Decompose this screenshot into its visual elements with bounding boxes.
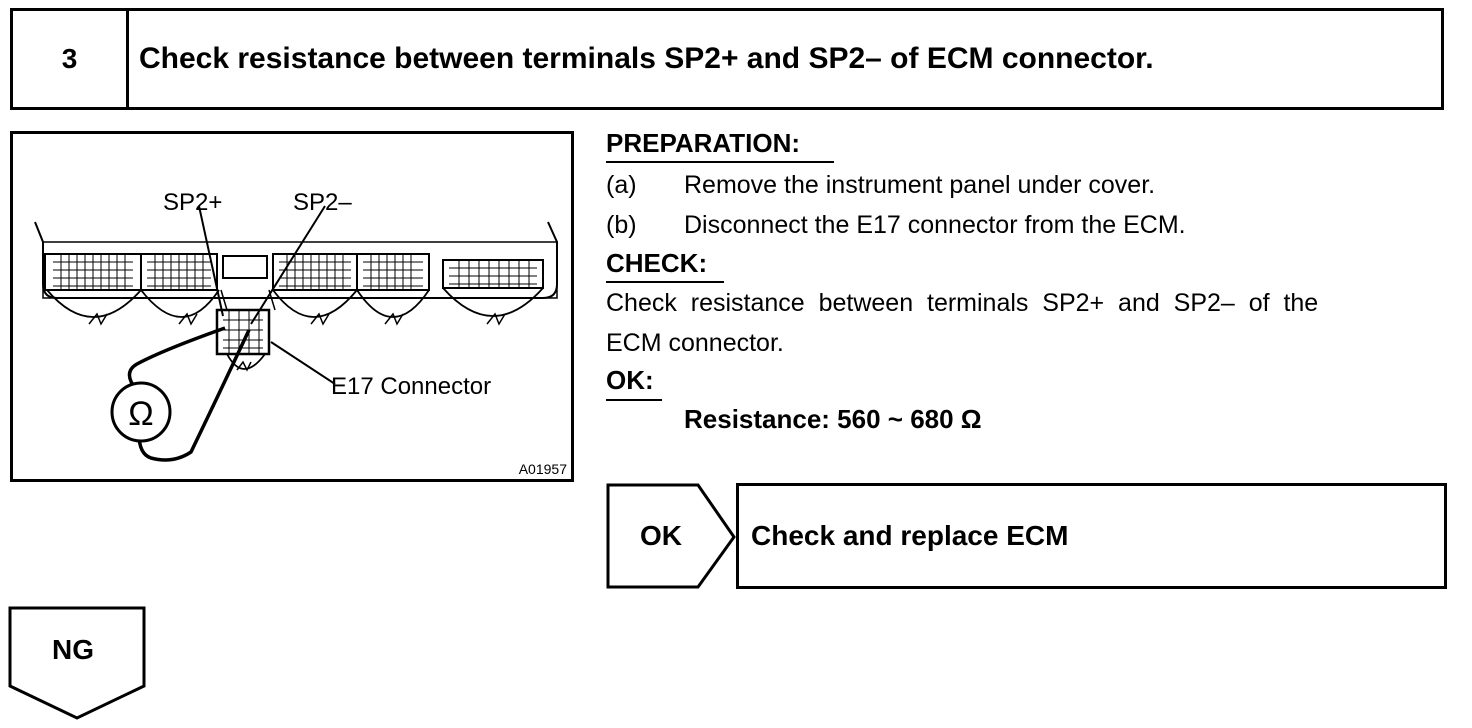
- preparation-heading: PREPARATION:: [606, 128, 801, 158]
- test-lead-plus: [127, 326, 226, 390]
- wire-harness: [46, 287, 544, 318]
- e17-leader: [270, 341, 336, 385]
- e17-connector-label: E17 Connector: [331, 373, 491, 400]
- center-slot: [222, 255, 268, 279]
- ng-branch-label: NG: [52, 634, 94, 665]
- check-underline: [606, 281, 724, 283]
- ohmmeter-icon: Ω: [110, 381, 172, 443]
- check-heading: CHECK:: [606, 248, 708, 278]
- sp2-minus-label: SP2–: [293, 189, 352, 216]
- step-title: Check resistance between terminals SP2+ …: [139, 42, 1154, 75]
- prep-step-a-letter: (a): [606, 171, 637, 199]
- prep-step-b-letter: (b): [606, 211, 637, 239]
- check-text-line2: ECM connector.: [606, 329, 784, 357]
- test-lead-minus: [137, 329, 251, 462]
- ohm-symbol: Ω: [128, 395, 153, 433]
- connector-3: [272, 253, 358, 291]
- step-header: 3 Check resistance between terminals SP2…: [10, 8, 1444, 110]
- connector-2: [140, 253, 218, 291]
- sp2-minus-leader: [250, 205, 326, 325]
- connector-4: [356, 253, 430, 291]
- prep-step-a-text: Remove the instrument panel under cover.: [684, 171, 1156, 199]
- check-text-line1: Check resistance between terminals SP2+ …: [606, 289, 1319, 317]
- preparation-underline: [606, 161, 834, 163]
- ng-arrow-shape: [8, 606, 146, 720]
- sp2-plus-label: SP2+: [163, 189, 222, 216]
- connector-figure: Ω SP2+ SP2– E17 Connector A01957: [10, 131, 574, 482]
- step-number: 3: [13, 11, 129, 107]
- ok-action-box: Check and replace ECM: [736, 483, 1447, 589]
- connector-diagram: Ω SP2+ SP2– E17 Connector A01957: [34, 189, 567, 477]
- ok-branch-label: OK: [640, 520, 682, 551]
- connector-5: [442, 259, 544, 289]
- prep-step-b-text: Disconnect the E17 connector from the EC…: [684, 211, 1186, 239]
- resistance-spec: Resistance: 560 ~ 680 Ω: [684, 404, 982, 434]
- figure-code: A01957: [519, 461, 567, 477]
- connector-1: [44, 253, 142, 291]
- sp2-plus-leader: [198, 205, 224, 317]
- ok-spec-heading: OK:: [606, 365, 654, 395]
- ok-action-text: Check and replace ECM: [751, 520, 1069, 551]
- ok-arrow-shape: [606, 483, 736, 589]
- ok-spec-underline: [606, 399, 662, 401]
- ecm-body: [42, 241, 558, 299]
